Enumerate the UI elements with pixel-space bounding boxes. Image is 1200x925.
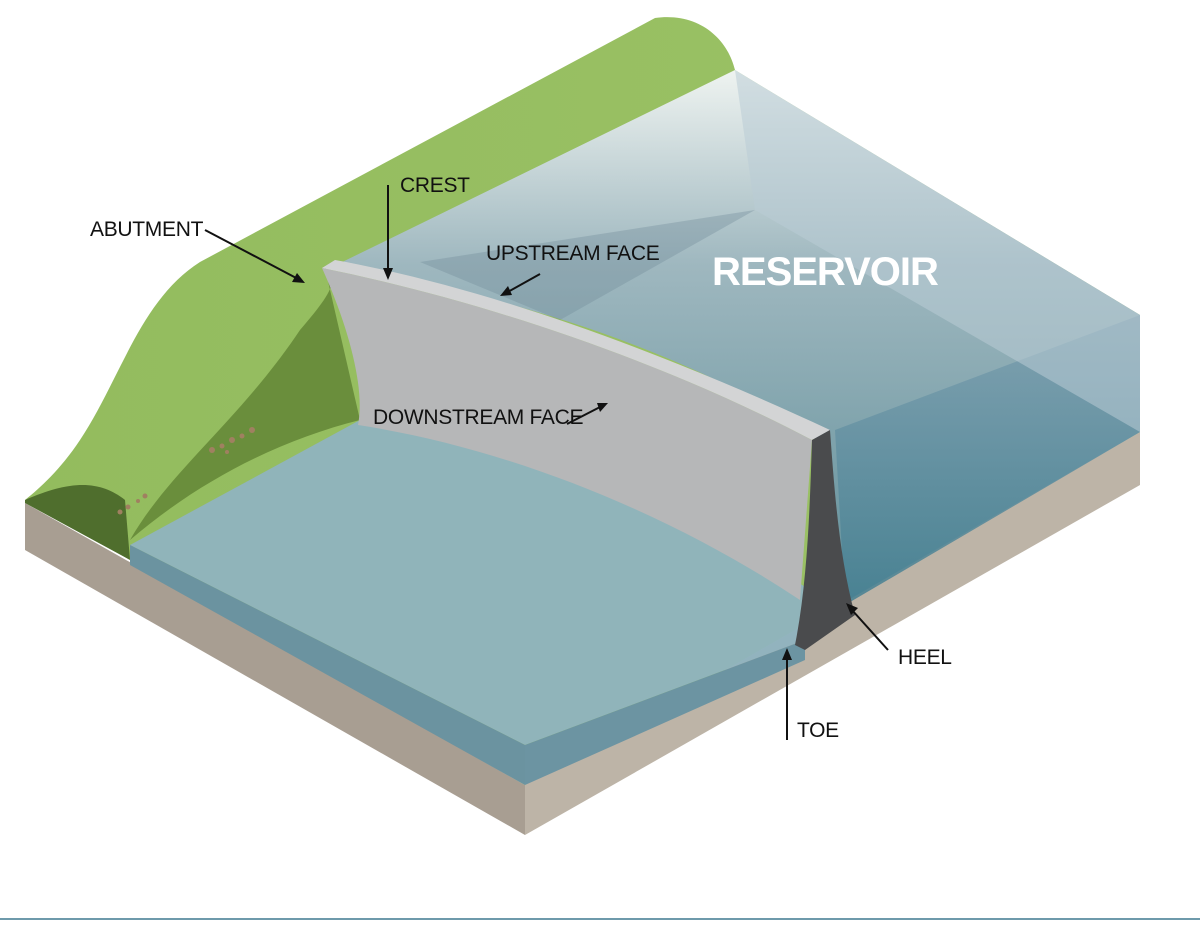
label-downstream-face: DOWNSTREAM FACE — [373, 406, 583, 429]
label-reservoir: RESERVOIR — [712, 250, 939, 294]
base-right-side — [525, 432, 1140, 835]
downstream-face-arrow — [566, 405, 603, 425]
label-downstream-face-group: DOWNSTREAM FACE — [373, 403, 608, 429]
abutment-shadow — [130, 268, 360, 540]
label-abutment: ABUTMENT — [90, 218, 204, 241]
dam-crest — [322, 260, 830, 440]
footer-rule — [0, 918, 1200, 920]
label-crest: CREST — [400, 174, 470, 197]
heel-arrow — [851, 609, 889, 651]
downstream-water-front — [525, 640, 805, 785]
hill-dark-edge — [25, 485, 130, 560]
label-crest-group: CREST — [383, 174, 470, 280]
crest-arrowhead-icon — [383, 268, 393, 280]
abutment-arrow — [204, 229, 301, 281]
label-toe: TOE — [797, 719, 839, 742]
label-abutment-group: ABUTMENT — [90, 218, 305, 283]
label-heel-group: HEEL — [846, 603, 952, 669]
heel-arrowhead-icon — [846, 603, 858, 615]
downstream-face-arrowhead-icon — [597, 403, 608, 412]
upstream-face-arrow — [505, 273, 541, 294]
dam-downstream-face — [322, 268, 812, 600]
label-heel: HEEL — [898, 646, 952, 669]
abutment-arrowhead-icon — [292, 273, 305, 283]
label-toe-group: TOE — [782, 648, 839, 742]
dam-section — [795, 430, 855, 650]
reservoir-inner-face — [735, 70, 1140, 432]
label-upstream-face: UPSTREAM FACE — [486, 242, 660, 265]
base-left-side — [25, 503, 525, 835]
upstream-face-arrowhead-icon — [500, 286, 512, 296]
rock-speckles — [117, 427, 255, 515]
downstream-water-side — [130, 545, 525, 785]
label-upstream-face-group: UPSTREAM FACE — [486, 242, 660, 296]
toe-arrowhead-icon — [782, 648, 792, 660]
